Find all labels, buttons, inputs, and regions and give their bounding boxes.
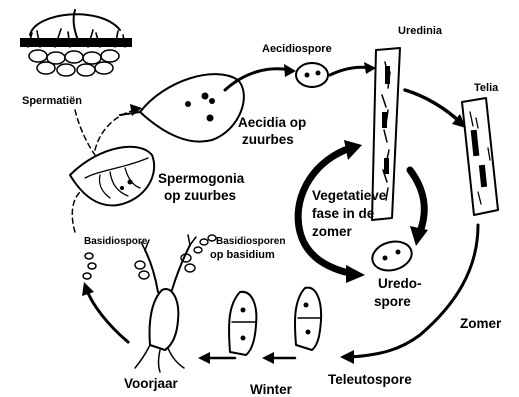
spermogonia-spot — [128, 180, 133, 185]
arrow-voorjaar-to-basidiospore — [86, 288, 128, 342]
basidiosporen-cell — [200, 239, 208, 245]
arrow-spermatien-to-spermogonia — [75, 110, 95, 155]
arrowhead-telia-to-teleutospore — [340, 350, 354, 364]
basidium-spore-chain — [139, 271, 149, 279]
winter-spore-nucleus — [241, 336, 246, 341]
arrow-spermogonia-to-aecidia — [95, 110, 135, 150]
arrowhead-teleutospore-to-winter — [262, 352, 274, 364]
cycle-arrows — [72, 62, 478, 364]
basidiosporen-cell — [208, 235, 216, 241]
label-basidiospore: Basidiospore — [84, 236, 148, 247]
label-basidiosporen-line2: op basidium — [210, 249, 275, 261]
uredospore-illustration — [369, 237, 415, 274]
uredinia-pustule — [382, 112, 387, 128]
aecidia-leaf-outline — [140, 74, 244, 141]
arrow-telia-to-teleutospore — [350, 225, 478, 357]
spermatien-cell — [101, 50, 119, 62]
spermogonia-leaf-outline — [70, 147, 154, 206]
uredinia-pustule — [384, 158, 389, 174]
aecidiospore-nucleus — [305, 73, 310, 78]
arrowhead-aecidiospore-to-uredinia — [364, 62, 376, 74]
basidiospore-cell — [83, 273, 91, 279]
basidium-hypha — [145, 245, 190, 292]
uredinia-pustule — [385, 66, 390, 84]
teleutospore-cell — [295, 288, 321, 350]
uredospore-cell — [369, 237, 415, 274]
spermatien-cell — [77, 64, 95, 76]
label-vegetatieve-line1: Vegetatieve — [312, 188, 387, 203]
basidiosporen-cell — [194, 247, 202, 253]
telia-stem-illustration — [462, 98, 498, 215]
aecidia-spot — [185, 101, 191, 107]
label-teleutospore: Teleutospore — [328, 372, 412, 387]
uredospore-nucleus — [383, 256, 388, 261]
label-spermatien: Spermatiën — [22, 95, 82, 107]
basidiospore-cell — [88, 263, 96, 269]
aecidia-spot — [209, 98, 215, 104]
spermatien-cell — [29, 50, 47, 62]
telia-streaks — [470, 112, 490, 204]
label-vegetatieve-line3: zomer — [312, 224, 353, 239]
label-aecidia-line2: zuurbes — [242, 132, 294, 147]
vegetative-loop-arrowhead-bottom — [346, 265, 365, 283]
spermatien-illustration — [20, 10, 132, 76]
spermatien-cell — [37, 62, 55, 74]
label-spermogonia-line1: Spermogonia — [158, 171, 245, 186]
spermatien-cell — [57, 64, 75, 76]
label-spermogonia-line2: op zuurbes — [164, 188, 236, 203]
spermatien-cell — [83, 52, 101, 64]
basidium-spore-chain — [185, 264, 195, 272]
label-zomer: Zomer — [460, 316, 502, 331]
arrow-aecidia-to-aecidiospore — [225, 69, 290, 90]
spermogonia-leaf-veins — [85, 158, 148, 198]
telia-pustule — [471, 130, 480, 156]
uredospore-nucleus — [396, 250, 401, 255]
label-uredospore-line2: spore — [374, 294, 411, 309]
arrowhead-voorjaar-to-basidiospore — [82, 282, 94, 296]
vegetative-loop-arrowhead-right — [410, 226, 428, 246]
aecidiospore-cell — [296, 63, 328, 87]
arrow-aecidiospore-to-uredinia — [330, 67, 370, 75]
label-aecidia-line1: Aecidia op — [238, 115, 306, 130]
spermogonia-spot — [120, 186, 124, 190]
teleutospore-nucleus — [304, 303, 309, 308]
winter-spore-cell — [229, 292, 256, 355]
aecidia-leaf-stem — [120, 112, 140, 115]
labels: Spermatiën Aecidiospore Uredinia Telia A… — [22, 25, 502, 397]
spermogonia-leaf-illustration — [70, 147, 154, 206]
spermatien-cell — [95, 62, 113, 74]
aecidiospore-illustration — [296, 63, 328, 87]
label-winter: Winter — [250, 382, 293, 397]
basidium-cell — [150, 289, 179, 350]
label-voorjaar: Voorjaar — [124, 376, 179, 391]
label-vegetatieve-line2: fase in de — [312, 206, 375, 221]
basidium-illustration — [135, 235, 196, 372]
basidiospore-cell — [85, 253, 93, 259]
aecidiospore-nucleus — [316, 71, 321, 76]
winter-spore-illustration — [229, 292, 256, 355]
arrowhead-winter-to-voorjaar — [198, 352, 210, 364]
aecidia-spot — [207, 115, 214, 122]
label-uredinia: Uredinia — [398, 25, 443, 37]
spermatien-cell — [65, 51, 83, 63]
arrow-basidiospore-to-spermogonia — [72, 192, 80, 232]
telia-pustule — [479, 165, 487, 188]
basidium-spore-chain — [135, 261, 145, 269]
arrow-uredinia-to-telia — [405, 90, 460, 122]
vegetative-loop-right — [410, 170, 424, 232]
arrowhead-aecidia-to-aecidiospore — [284, 64, 296, 77]
aecidia-spot — [202, 93, 209, 100]
label-uredospore-line1: Uredo- — [378, 276, 422, 291]
label-telia: Telia — [474, 82, 499, 94]
winter-spore-nucleus — [241, 308, 246, 313]
vegetative-loop-arrowhead-top — [344, 140, 362, 160]
label-aecidiospore: Aecidiospore — [262, 43, 332, 55]
teleutospore-illustration — [295, 288, 321, 350]
label-basidiosporen-line1: Basidiosporen — [216, 236, 285, 247]
teleutospore-nucleus — [306, 330, 311, 335]
